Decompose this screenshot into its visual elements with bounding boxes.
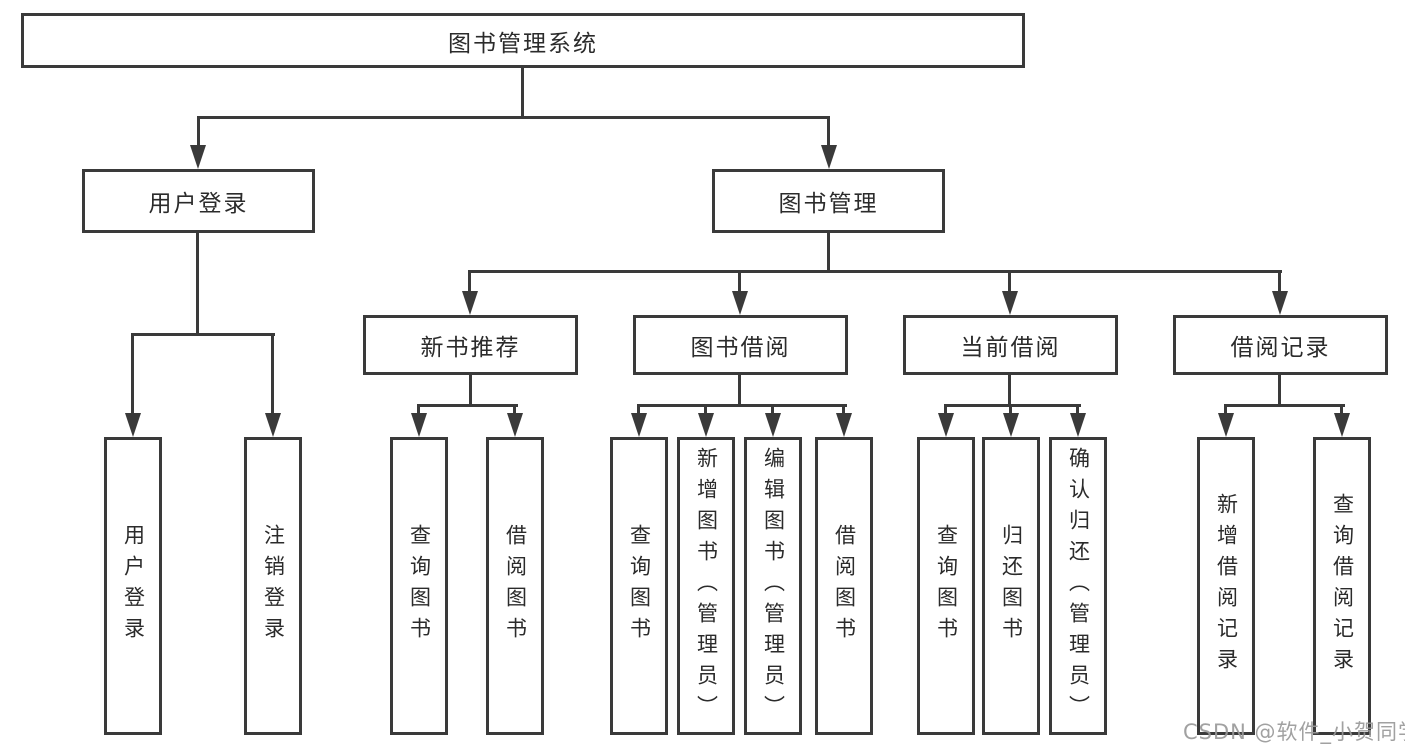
connector-root-drop-right: [827, 118, 830, 148]
arrow-down-icon: [190, 145, 206, 169]
connector-bm-drop-3: [1008, 272, 1011, 293]
connector-bb-drop-2: [704, 406, 707, 415]
arrow-down-icon: [631, 413, 647, 437]
connector-nbr-drop-1: [417, 406, 420, 415]
connector-bb-drop-4: [842, 406, 845, 415]
node-new-book-recommend-label: 新书推荐: [420, 335, 521, 361]
connector-bb-drop-3: [771, 406, 774, 415]
leaf-borrow-books-2: 借阅图书: [815, 437, 873, 735]
node-new-book-recommend: 新书推荐: [363, 315, 578, 375]
arrow-down-icon: [507, 413, 523, 437]
leaf-query-books-3: 查询图书: [917, 437, 975, 735]
connector-root-drop-left: [197, 118, 200, 148]
leaf-logout-label: 注销登录: [261, 524, 286, 648]
node-current-borrow-label: 当前借阅: [960, 335, 1061, 361]
node-book-borrow-label: 图书借阅: [690, 335, 791, 361]
leaf-user-login: 用户登录: [104, 437, 162, 735]
connector-ul-stem: [196, 233, 199, 335]
connector-cb-drop-1: [944, 406, 947, 415]
node-book-management-label: 图书管理: [778, 191, 879, 217]
connector-cb-crossbar: [944, 404, 1081, 407]
leaf-query-books-2: 查询图书: [610, 437, 668, 735]
connector-ul-crossbar: [131, 333, 275, 336]
leaf-borrow-books-2-label: 借阅图书: [832, 524, 857, 648]
node-borrow-records: 借阅记录: [1173, 315, 1388, 375]
connector-nbr-drop-2: [513, 406, 516, 415]
leaf-add-book-admin: 新增图书（管理员）: [677, 437, 735, 735]
leaf-user-login-label: 用户登录: [121, 524, 146, 648]
leaf-query-books-3-label: 查询图书: [934, 524, 959, 648]
connector-root-stem: [521, 68, 524, 118]
node-book-borrow: 图书借阅: [633, 315, 848, 375]
connector-cb-drop-3: [1076, 406, 1079, 415]
arrow-down-icon: [265, 413, 281, 437]
leaf-borrow-books-1-label: 借阅图书: [503, 524, 528, 648]
connector-bm-crossbar: [468, 270, 1282, 273]
connector-nbr-stem: [469, 375, 472, 406]
arrow-down-icon: [1272, 291, 1288, 315]
connector-br-drop-1: [1224, 406, 1227, 415]
arrow-down-icon: [698, 413, 714, 437]
arrow-down-icon: [462, 291, 478, 315]
leaf-confirm-return-admin: 确认归还（管理员）: [1049, 437, 1107, 735]
arrow-down-icon: [1334, 413, 1350, 437]
connector-br-stem: [1278, 375, 1281, 406]
leaf-return-books: 归还图书: [982, 437, 1040, 735]
connector-bm-drop-1: [468, 272, 471, 293]
leaf-return-books-label: 归还图书: [999, 524, 1024, 648]
leaf-query-borrow-record: 查询借阅记录: [1313, 437, 1371, 735]
leaf-add-borrow-record-label: 新增借阅记录: [1214, 493, 1239, 679]
leaf-add-borrow-record: 新增借阅记录: [1197, 437, 1255, 735]
connector-ul-drop-1: [131, 335, 134, 415]
leaf-logout: 注销登录: [244, 437, 302, 735]
leaf-borrow-books-1: 借阅图书: [486, 437, 544, 735]
leaf-edit-book-admin-label: 编辑图书（管理员）: [761, 446, 786, 726]
node-borrow-records-label: 借阅记录: [1230, 335, 1331, 361]
arrow-down-icon: [836, 413, 852, 437]
leaf-query-borrow-record-label: 查询借阅记录: [1330, 493, 1355, 679]
node-user-login-label: 用户登录: [148, 191, 249, 217]
arrow-down-icon: [938, 413, 954, 437]
connector-bb-crossbar: [637, 404, 847, 407]
connector-cb-drop-2: [1009, 406, 1012, 415]
arrow-down-icon: [125, 413, 141, 437]
connector-br-drop-2: [1340, 406, 1343, 415]
arrow-down-icon: [411, 413, 427, 437]
connector-br-crossbar: [1224, 404, 1345, 407]
connector-bm-drop-4: [1278, 272, 1281, 293]
arrow-down-icon: [765, 413, 781, 437]
connector-bm-drop-2: [738, 272, 741, 293]
arrow-down-icon: [821, 145, 837, 169]
arrow-down-icon: [1218, 413, 1234, 437]
connector-bm-stem: [827, 232, 830, 272]
arrow-down-icon: [1002, 291, 1018, 315]
connector-nbr-crossbar: [417, 404, 518, 407]
connector-bb-drop-1: [637, 406, 640, 415]
node-book-management: 图书管理: [712, 169, 945, 233]
arrow-down-icon: [1070, 413, 1086, 437]
node-current-borrow: 当前借阅: [903, 315, 1118, 375]
leaf-query-books-2-label: 查询图书: [627, 524, 652, 648]
leaf-confirm-return-admin-label: 确认归还（管理员）: [1066, 446, 1091, 726]
arrow-down-icon: [732, 291, 748, 315]
connector-bb-stem: [738, 375, 741, 406]
arrow-down-icon: [1003, 413, 1019, 437]
leaf-query-books-1: 查询图书: [390, 437, 448, 735]
leaf-query-books-1-label: 查询图书: [407, 524, 432, 648]
csdn-watermark: CSDN @软件_小贺同学: [1183, 720, 1405, 744]
leaf-add-book-admin-label: 新增图书（管理员）: [694, 446, 719, 726]
connector-ul-drop-2: [271, 335, 274, 415]
node-user-login: 用户登录: [82, 169, 315, 233]
leaf-edit-book-admin: 编辑图书（管理员）: [744, 437, 802, 735]
connector-root-crossbar: [197, 116, 830, 119]
node-root: 图书管理系统: [21, 13, 1025, 68]
node-root-label: 图书管理系统: [448, 30, 598, 57]
connector-cb-stem: [1008, 375, 1011, 406]
